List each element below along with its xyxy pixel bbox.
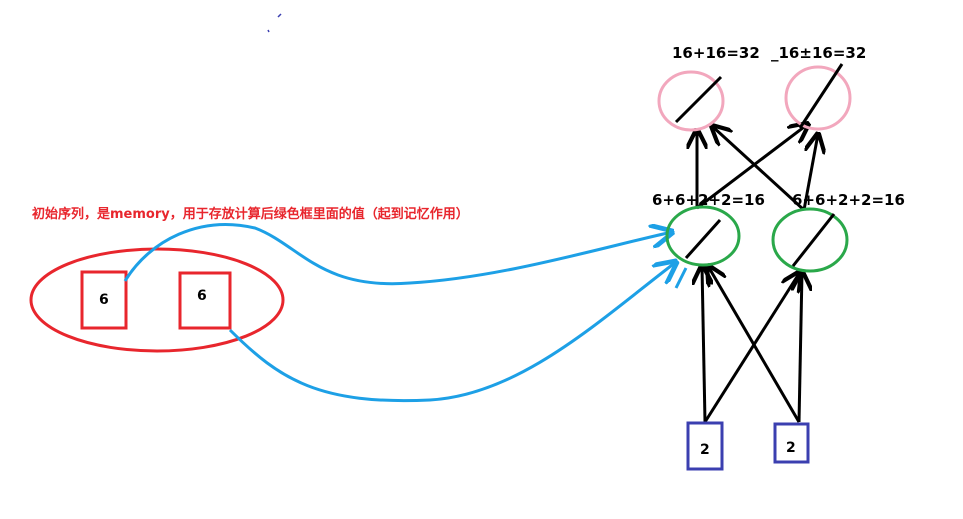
memory-ellipse	[29, 247, 285, 353]
memory-cell-1-value: 6	[99, 292, 109, 308]
memory-annotation: 初始序列，是memory，用于存放计算后绿色框里面的值（起到记忆作用）	[32, 207, 469, 222]
pink-node-2-slash	[798, 63, 844, 129]
memory-cell-1	[80, 270, 128, 330]
green-node-1-slash	[684, 218, 722, 260]
edge-bottom2-green1	[708, 266, 801, 423]
bottom-node-2	[773, 422, 810, 464]
green-node-1	[665, 205, 741, 267]
bottom-node-2-value: 2	[786, 440, 796, 456]
green-node-1-blue-tick	[674, 267, 688, 289]
edge-green2-pink1	[712, 126, 806, 212]
green-node-1-label: 6+6+2+2=16	[652, 191, 765, 209]
edge-green1-pink2	[696, 124, 808, 210]
memory-to-green-arrow-1	[123, 225, 672, 286]
pink-node-1	[657, 70, 725, 132]
bottom-node-1-value: 2	[700, 442, 710, 458]
stray-mark	[267, 13, 282, 33]
edge-green2-pink2	[802, 134, 818, 211]
pink-node-2	[784, 65, 852, 131]
green-node-2-slash	[791, 213, 836, 267]
pink-node-1-label: 16+16=32	[672, 44, 760, 62]
pink-node-2-label: _16±16=32	[771, 44, 866, 62]
edge-bottom1-green1	[702, 266, 705, 423]
bottom-node-1	[686, 421, 724, 471]
edge-bottom1-green2	[703, 272, 800, 423]
memory-to-green-arrow-2	[228, 262, 676, 403]
pink-node-1-slash	[674, 75, 723, 124]
edge-bottom2-green2	[799, 272, 802, 423]
memory-cell-2	[178, 271, 232, 330]
green-node-2	[771, 207, 849, 273]
green-node-2-label: 6+6+2+2=16	[792, 191, 905, 209]
memory-cell-2-value: 6	[197, 288, 207, 304]
